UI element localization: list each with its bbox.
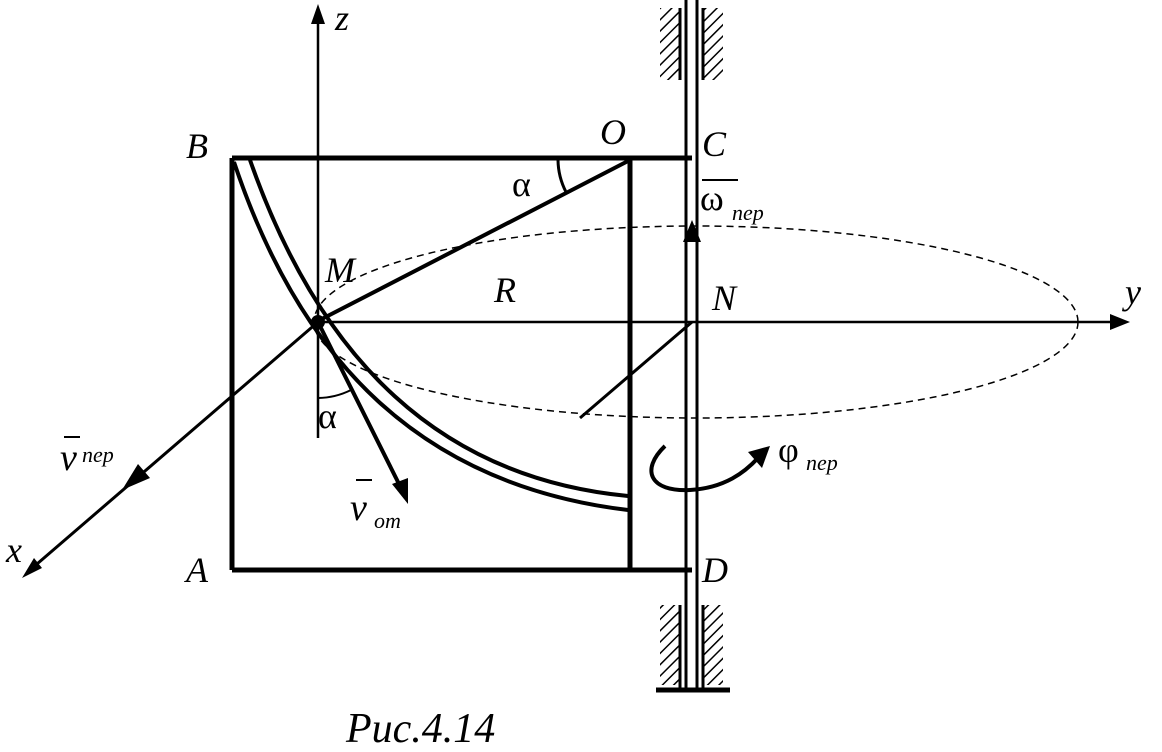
- point-m-dot: [311, 315, 325, 329]
- x-axis: [22, 320, 693, 578]
- v-per-arrowhead: [122, 464, 150, 490]
- label-angle-bottom: α: [318, 396, 337, 436]
- label-v-ot-symbol: v: [350, 487, 367, 529]
- label-omega-symbol: ω: [700, 178, 724, 218]
- label-point-a: A: [184, 550, 209, 590]
- label-v-ot-subscript: от: [374, 508, 401, 533]
- plate-frame: [229, 155, 692, 573]
- bottom-bearing: [660, 605, 723, 688]
- label-point-n: N: [711, 278, 738, 318]
- curved-channel: [232, 159, 629, 512]
- radius-line: [315, 158, 631, 324]
- label-v-per-symbol: v: [60, 437, 77, 479]
- label-phi-subscript: пер: [806, 450, 838, 475]
- rotation-shaft: [656, 0, 730, 693]
- label-z-axis: z: [334, 0, 349, 38]
- label-x-axis: x: [5, 530, 22, 570]
- label-v-per-subscript: пер: [82, 442, 114, 467]
- label-point-b: B: [186, 126, 208, 166]
- label-phi-symbol: φ: [778, 430, 799, 470]
- y-axis: [318, 314, 1130, 330]
- label-point-m: M: [324, 250, 357, 290]
- label-point-c: C: [702, 124, 727, 164]
- top-bearing: [660, 8, 723, 80]
- label-y-axis: y: [1122, 272, 1141, 312]
- angle-arc-top: [556, 159, 568, 193]
- angle-arc-bottom: [317, 389, 352, 399]
- phi-rotation-arrow: [649, 444, 770, 493]
- figure-caption: Рис.4.14: [345, 706, 495, 752]
- omega-arrowhead: [683, 220, 701, 242]
- label-angle-top: α: [512, 164, 531, 204]
- label-radius: R: [493, 270, 516, 310]
- v-ot-vector: [316, 321, 408, 504]
- label-point-o: O: [600, 112, 626, 152]
- label-omega-subscript: пер: [732, 200, 764, 225]
- label-point-d: D: [701, 550, 728, 590]
- z-axis: [311, 4, 325, 438]
